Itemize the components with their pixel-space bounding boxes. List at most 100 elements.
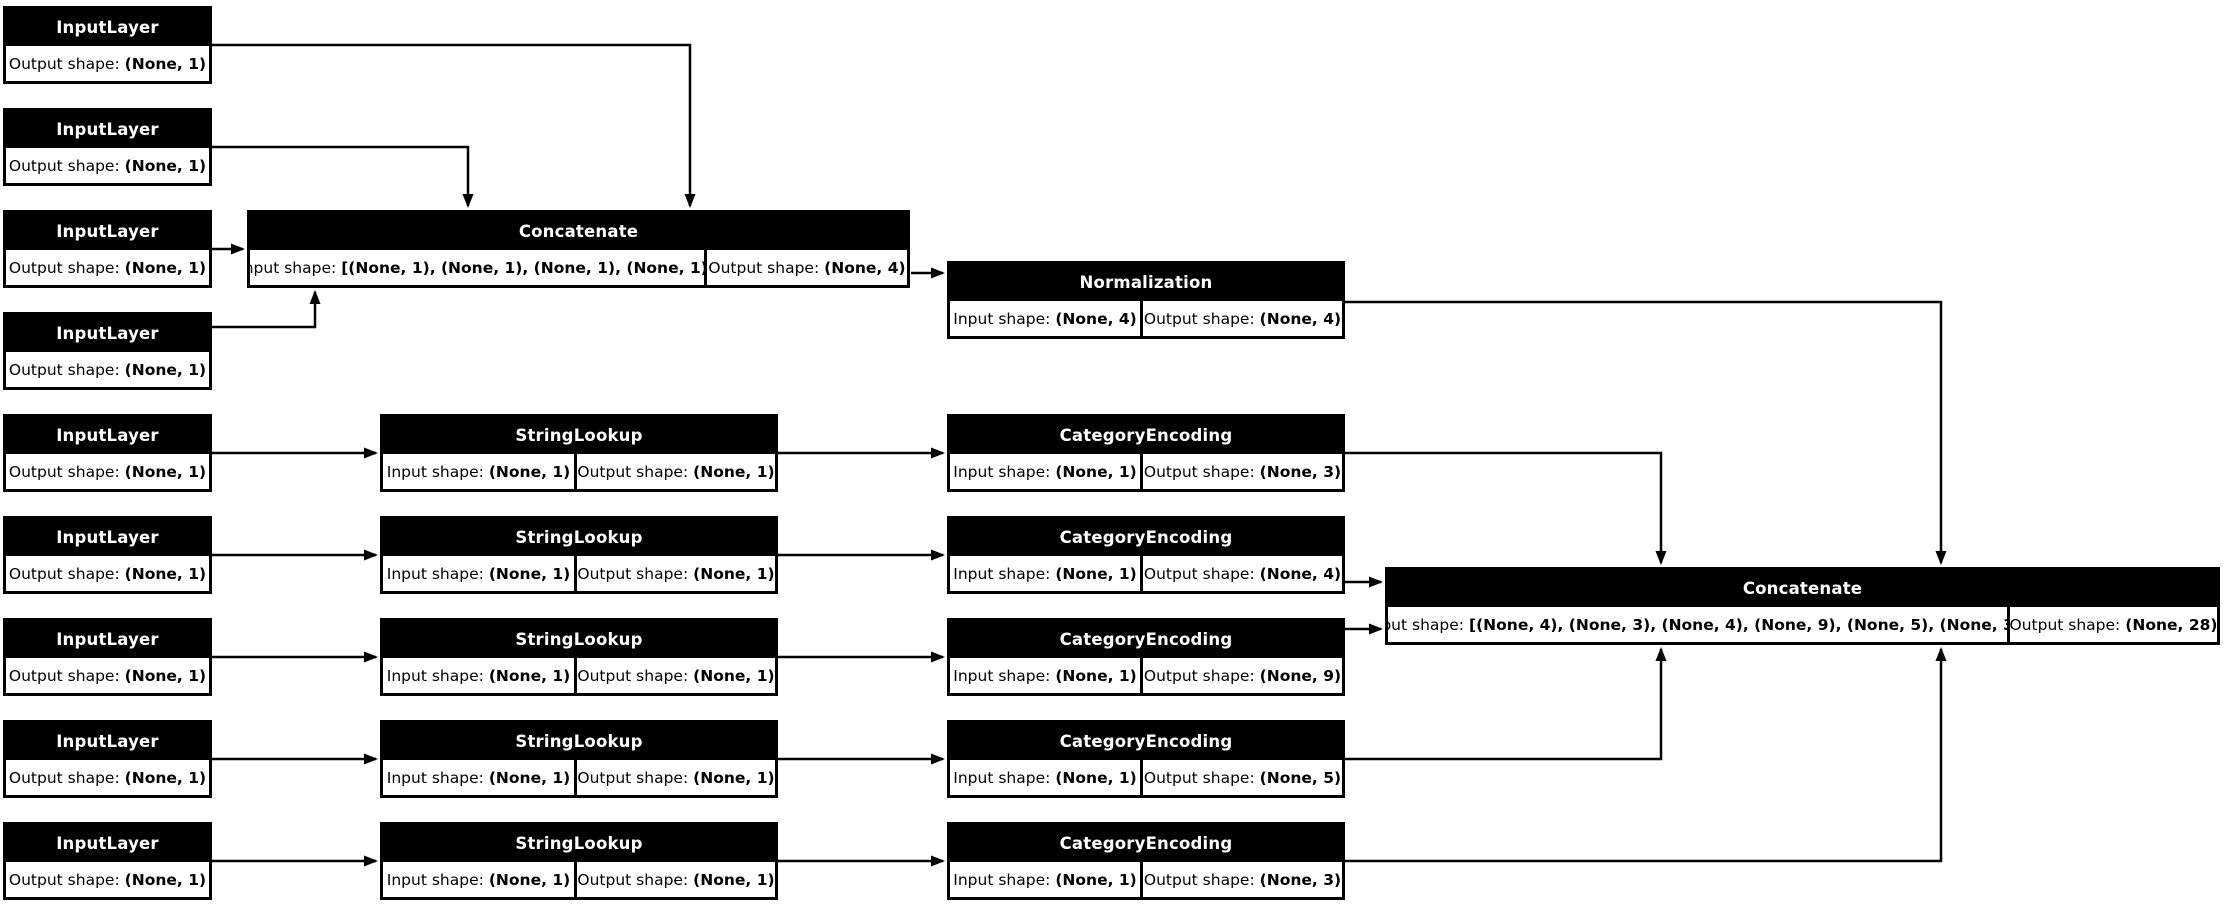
edge-input2-to-concat1: [212, 145, 474, 208]
node-input-layer-5: InputLayer Output shape: (None, 1): [3, 414, 212, 492]
output-shape-label: Output shape:: [577, 564, 689, 583]
node-title: InputLayer: [56, 630, 159, 649]
output-shape-label: Output shape:: [8, 258, 120, 277]
output-shape-cell: Output shape: (None, 1): [577, 556, 775, 591]
node-body: Input shape: (None, 1) Output shape: (No…: [950, 760, 1342, 795]
node-title: InputLayer: [56, 426, 159, 445]
output-shape-value: (None, 1): [124, 360, 207, 379]
node-title: InputLayer: [56, 528, 159, 547]
output-shape-label: Output shape:: [8, 360, 120, 379]
input-shape-cell: Input shape: (None, 1): [383, 760, 577, 795]
output-shape-value: (None, 1): [693, 870, 775, 889]
output-shape-label: Output shape:: [1143, 462, 1255, 481]
node-input-layer-2: InputLayer Output shape: (None, 1): [3, 108, 212, 186]
node-input-layer-8: InputLayer Output shape: (None, 1): [3, 720, 212, 798]
node-body: Input shape: (None, 1) Output shape: (No…: [383, 454, 775, 489]
node-body: Input shape: (None, 1) Output shape: (No…: [950, 454, 1342, 489]
input-shape-value: (None, 1): [488, 768, 571, 787]
node-title: InputLayer: [56, 120, 159, 139]
output-shape-value: (None, 1): [693, 462, 775, 481]
node-concatenate-1: Concatenate Input shape: [(None, 1), (No…: [247, 210, 910, 288]
output-shape-label: Output shape:: [1143, 768, 1255, 787]
node-string-lookup-3: StringLookup Input shape: (None, 1) Outp…: [380, 618, 778, 696]
output-shape-cell: Output shape: (None, 9): [1143, 658, 1342, 693]
node-category-encoding-5: CategoryEncoding Input shape: (None, 1) …: [947, 822, 1345, 900]
node-input-layer-4: InputLayer Output shape: (None, 1): [3, 312, 212, 390]
input-shape-cell: Input shape: (None, 1): [950, 658, 1143, 693]
input-shape-label: Input shape:: [386, 462, 484, 481]
output-shape-cell: Output shape: (None, 1): [577, 760, 775, 795]
output-shape-cell: Output shape: (None, 1): [6, 250, 209, 285]
input-shape-value: (None, 1): [1055, 666, 1137, 685]
output-shape-value: (None, 1): [124, 462, 207, 481]
output-shape-cell: Output shape: (None, 4): [707, 250, 907, 285]
output-shape-cell: Output shape: (None, 1): [577, 658, 775, 693]
node-body: Output shape: (None, 1): [6, 352, 209, 387]
input-shape-label: Input shape:: [953, 666, 1051, 685]
input-shape-label: Input shape:: [953, 564, 1051, 583]
input-shape-value: [(None, 1), (None, 1), (None, 1), (None,…: [341, 258, 707, 277]
node-input-layer-6: InputLayer Output shape: (None, 1): [3, 516, 212, 594]
input-shape-label: Input shape:: [250, 258, 337, 277]
output-shape-value: (None, 1): [124, 666, 207, 685]
node-body: Input shape: [(None, 1), (None, 1), (Non…: [250, 250, 907, 285]
output-shape-cell: Output shape: (None, 1): [6, 760, 209, 795]
input-shape-label: Input shape:: [953, 462, 1051, 481]
output-shape-cell: Output shape: (None, 1): [6, 46, 209, 81]
input-shape-cell: Input shape: (None, 4): [950, 301, 1143, 336]
output-shape-label: Output shape:: [1143, 564, 1255, 583]
output-shape-value: (None, 5): [1259, 768, 1342, 787]
output-shape-value: (None, 3): [1259, 870, 1342, 889]
node-string-lookup-4: StringLookup Input shape: (None, 1) Outp…: [380, 720, 778, 798]
edge-catenc4-to-concat2: [1345, 647, 1667, 761]
output-shape-value: (None, 9): [1259, 666, 1342, 685]
node-string-lookup-5: StringLookup Input shape: (None, 1) Outp…: [380, 822, 778, 900]
input-shape-value: (None, 4): [1055, 309, 1137, 328]
node-title: CategoryEncoding: [1059, 528, 1233, 547]
output-shape-label: Output shape:: [577, 768, 689, 787]
output-shape-value: (None, 1): [124, 258, 207, 277]
output-shape-value: (None, 1): [124, 768, 207, 787]
node-body: Output shape: (None, 1): [6, 760, 209, 795]
node-title: Concatenate: [1742, 579, 1863, 598]
node-title: Normalization: [1079, 273, 1213, 292]
input-shape-value: (None, 1): [1055, 462, 1137, 481]
node-body: Output shape: (None, 1): [6, 556, 209, 591]
output-shape-label: Output shape:: [8, 564, 120, 583]
node-input-layer-9: InputLayer Output shape: (None, 1): [3, 822, 212, 900]
edge-normalization-to-concat2: [1345, 300, 1947, 565]
node-body: Output shape: (None, 1): [6, 148, 209, 183]
output-shape-cell: Output shape: (None, 4): [1143, 301, 1342, 336]
node-title: InputLayer: [56, 18, 159, 37]
node-input-layer-7: InputLayer Output shape: (None, 1): [3, 618, 212, 696]
node-body: Input shape: (None, 1) Output shape: (No…: [950, 862, 1342, 897]
output-shape-label: Output shape:: [1143, 666, 1255, 685]
input-shape-value: (None, 1): [1055, 870, 1137, 889]
output-shape-cell: Output shape: (None, 1): [6, 454, 209, 489]
input-shape-value: (None, 1): [488, 666, 571, 685]
output-shape-value: (None, 28): [2125, 615, 2217, 634]
node-body: Output shape: (None, 1): [6, 658, 209, 693]
input-shape-label: Input shape:: [953, 309, 1051, 328]
input-shape-cell: Input shape: (None, 1): [383, 658, 577, 693]
input-shape-value: (None, 1): [488, 564, 571, 583]
node-body: Input shape: (None, 1) Output shape: (No…: [383, 862, 775, 897]
node-title: CategoryEncoding: [1059, 630, 1233, 649]
input-shape-label: Input shape:: [953, 870, 1051, 889]
output-shape-value: (None, 1): [124, 156, 207, 175]
input-shape-cell: Input shape: (None, 1): [950, 760, 1143, 795]
node-title: InputLayer: [56, 324, 159, 343]
node-body: Input shape: (None, 4) Output shape: (No…: [950, 301, 1342, 336]
output-shape-label: Output shape:: [8, 870, 120, 889]
output-shape-label: Output shape:: [577, 462, 689, 481]
input-shape-cell: Input shape: (None, 1): [383, 454, 577, 489]
output-shape-label: Output shape:: [8, 666, 120, 685]
node-title: StringLookup: [515, 834, 643, 853]
output-shape-cell: Output shape: (None, 3): [1143, 454, 1342, 489]
node-body: Input shape: (None, 1) Output shape: (No…: [383, 760, 775, 795]
node-body: Input shape: (None, 1) Output shape: (No…: [383, 556, 775, 591]
output-shape-label: Output shape:: [8, 54, 120, 73]
input-shape-label: Input shape:: [1388, 615, 1465, 634]
input-shape-label: Input shape:: [386, 768, 484, 787]
